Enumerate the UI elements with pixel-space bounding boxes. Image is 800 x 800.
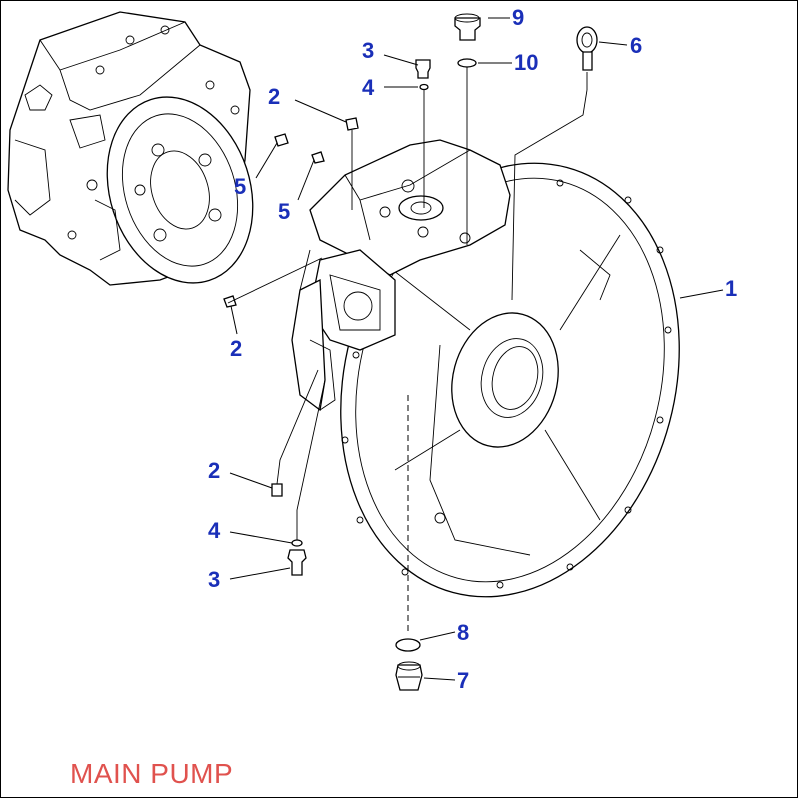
callout-5-lower: 5 bbox=[278, 199, 290, 224]
assembly-lines bbox=[227, 67, 588, 635]
leader-lines bbox=[229, 17, 724, 681]
callout-labels: 9 10 6 3 4 2 5 5 2 1 2 4 3 8 7 bbox=[208, 5, 737, 693]
housing-part-1 bbox=[291, 139, 680, 598]
callout-10: 10 bbox=[514, 50, 538, 75]
callout-3-top: 3 bbox=[362, 38, 374, 63]
diagram-caption: MAIN PUMP bbox=[70, 758, 234, 789]
callout-5-upper: 5 bbox=[234, 174, 246, 199]
callout-1: 1 bbox=[725, 276, 737, 301]
callout-9: 9 bbox=[512, 5, 524, 30]
callout-2-top: 2 bbox=[268, 84, 280, 109]
callout-3-lower: 3 bbox=[208, 567, 220, 592]
callout-4-top: 4 bbox=[362, 75, 375, 100]
callout-8: 8 bbox=[457, 620, 469, 645]
callout-4-lower: 4 bbox=[208, 518, 221, 543]
callout-6: 6 bbox=[630, 33, 642, 58]
callout-7: 7 bbox=[457, 668, 469, 693]
pump-assembly-drawing bbox=[7, 11, 254, 286]
callout-2-lower: 2 bbox=[208, 458, 220, 483]
callout-2-left: 2 bbox=[230, 336, 242, 361]
fittings bbox=[223, 13, 598, 691]
